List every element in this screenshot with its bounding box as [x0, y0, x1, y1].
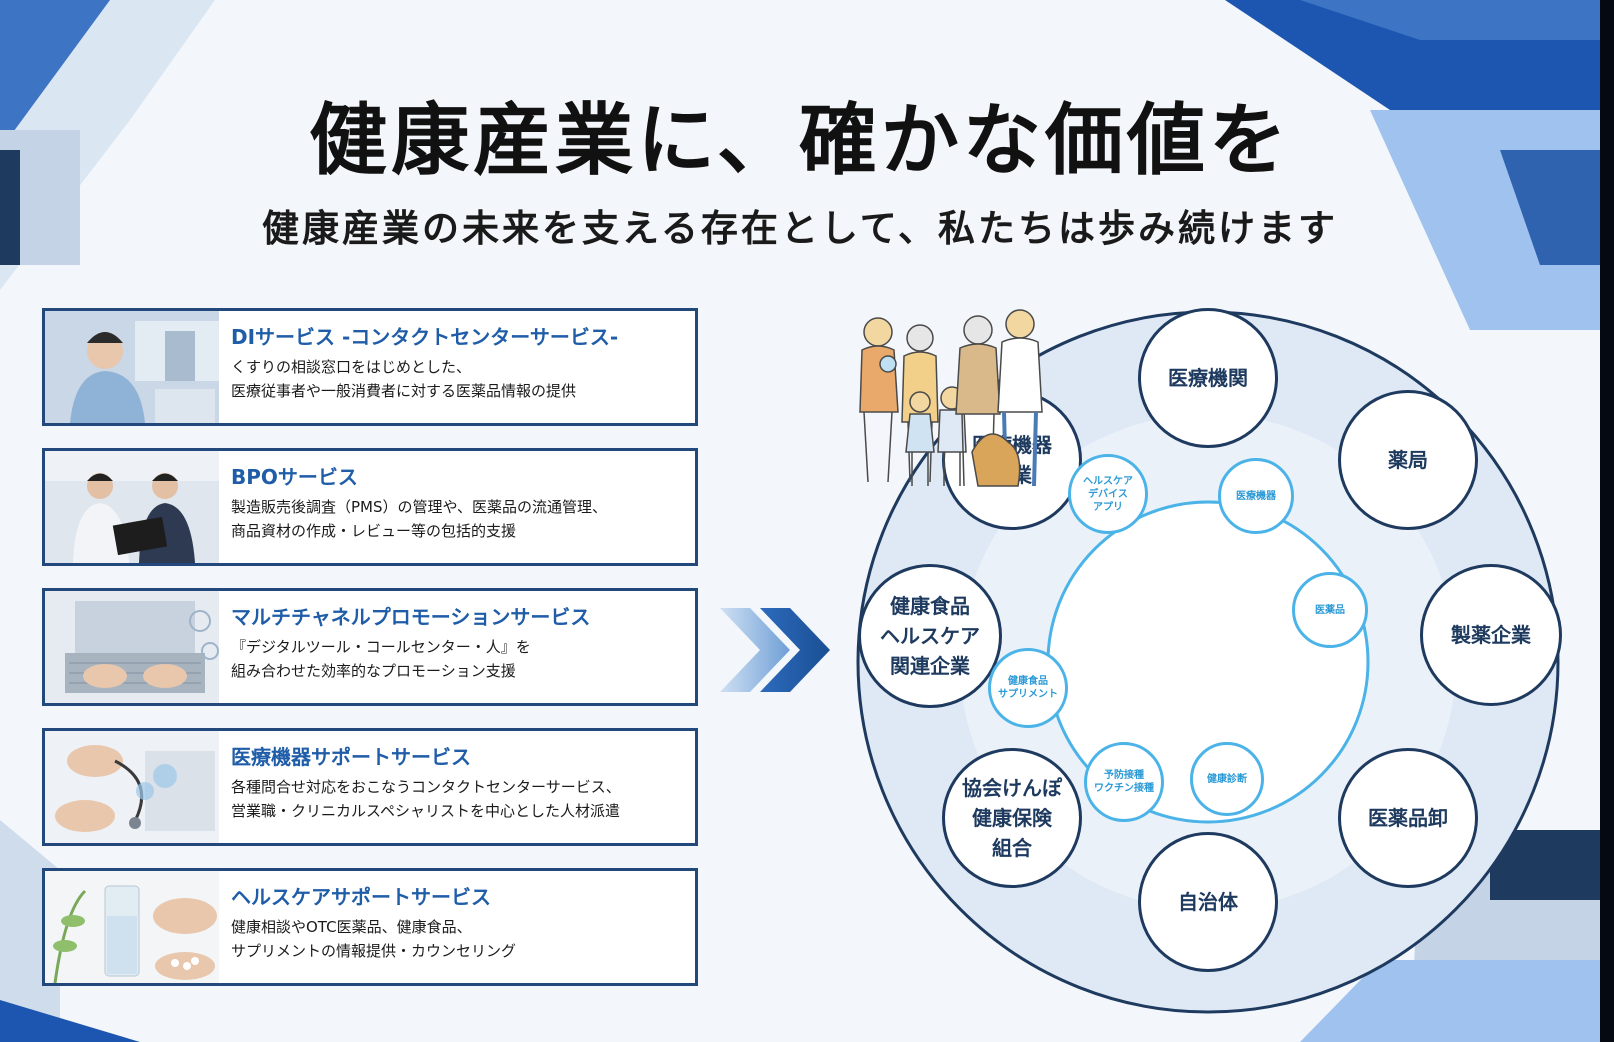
page-title: 健康産業に、確かな価値を [309, 95, 1291, 186]
service-title: 医療機器サポートサービス [231, 745, 471, 769]
node-municipality: 自治体 [1138, 832, 1278, 972]
service-card-bpo: BPOサービス 製造販売後調査（PMS）の管理や、医薬品の流通管理、 商品資材の… [42, 448, 698, 566]
inner-node-medical-device: 医療機器 [1218, 458, 1294, 534]
service-title: マルチチャネルプロモーションサービス [231, 605, 591, 629]
stakeholder-diagram: 医療機関 薬局 製薬企業 医薬品卸 自治体 協会けんぽ 健康保険 組合 健康食品… [848, 302, 1568, 1022]
service-card-di: DIサービス -コンタクトセンターサービス- くすりの相談窓口をはじめとした、 … [42, 308, 698, 426]
service-description: 各種問合せ対応をおこなうコンタクトセンターサービス、 営業職・クリニカルスペシャ… [231, 778, 621, 820]
node-health-food-company: 健康食品 ヘルスケア 関連企業 [858, 564, 1002, 708]
page-subtitle: 健康産業の未来を支える存在として、私たちは歩み続けます [262, 206, 1338, 250]
medical-device-photo [45, 731, 219, 843]
inner-node-supplement: 健康食品 サプリメント [988, 648, 1068, 728]
inner-node-medicine: 医薬品 [1292, 572, 1368, 648]
family-illustration [859, 309, 1043, 487]
inner-node-healthcare-device: ヘルスケア デバイス アプリ [1068, 454, 1148, 534]
service-description: 製造販売後調査（PMS）の管理や、医薬品の流通管理、 商品資材の作成・レビュー等… [231, 498, 608, 540]
node-health-insurance: 協会けんぽ 健康保険 組合 [942, 748, 1082, 888]
node-drug-wholesaler: 医薬品卸 [1338, 748, 1478, 888]
service-card-medical-device: 医療機器サポートサービス 各種問合せ対応をおこなうコンタクトセンターサービス、 … [42, 728, 698, 846]
service-card-multichannel: マルチチャネルプロモーションサービス 『デジタルツール・コールセンター・人』を … [42, 588, 698, 706]
node-medical-institution: 医療機関 [1138, 308, 1278, 448]
inner-node-vaccination: 予防接種 ワクチン接種 [1084, 742, 1164, 822]
service-card-healthcare: ヘルスケアサポートサービス 健康相談やOTC医薬品、健康食品、 サプリメントの情… [42, 868, 698, 986]
service-title: DIサービス -コンタクトセンターサービス- [231, 325, 619, 349]
contact-center-photo [45, 311, 219, 423]
service-title: BPOサービス [231, 465, 358, 489]
laptop-typing-photo [45, 591, 219, 703]
node-pharma-company: 製薬企業 [1420, 564, 1562, 706]
service-description: 『デジタルツール・コールセンター・人』を 組み合わせた効率的なプロモーション支援 [231, 638, 531, 680]
business-meeting-photo [45, 451, 219, 563]
node-pharmacy: 薬局 [1338, 390, 1478, 530]
chevron-right-icon [720, 608, 830, 692]
service-description: くすりの相談窓口をはじめとした、 医療従事者や一般消費者に対する医薬品情報の提供 [231, 358, 577, 400]
window-edge [1600, 0, 1614, 1042]
pills-water-photo [45, 871, 219, 983]
service-title: ヘルスケアサポートサービス [231, 885, 491, 909]
service-description: 健康相談やOTC医薬品、健康食品、 サプリメントの情報提供・カウンセリング [231, 918, 517, 960]
inner-node-health-checkup: 健康診断 [1190, 742, 1264, 816]
